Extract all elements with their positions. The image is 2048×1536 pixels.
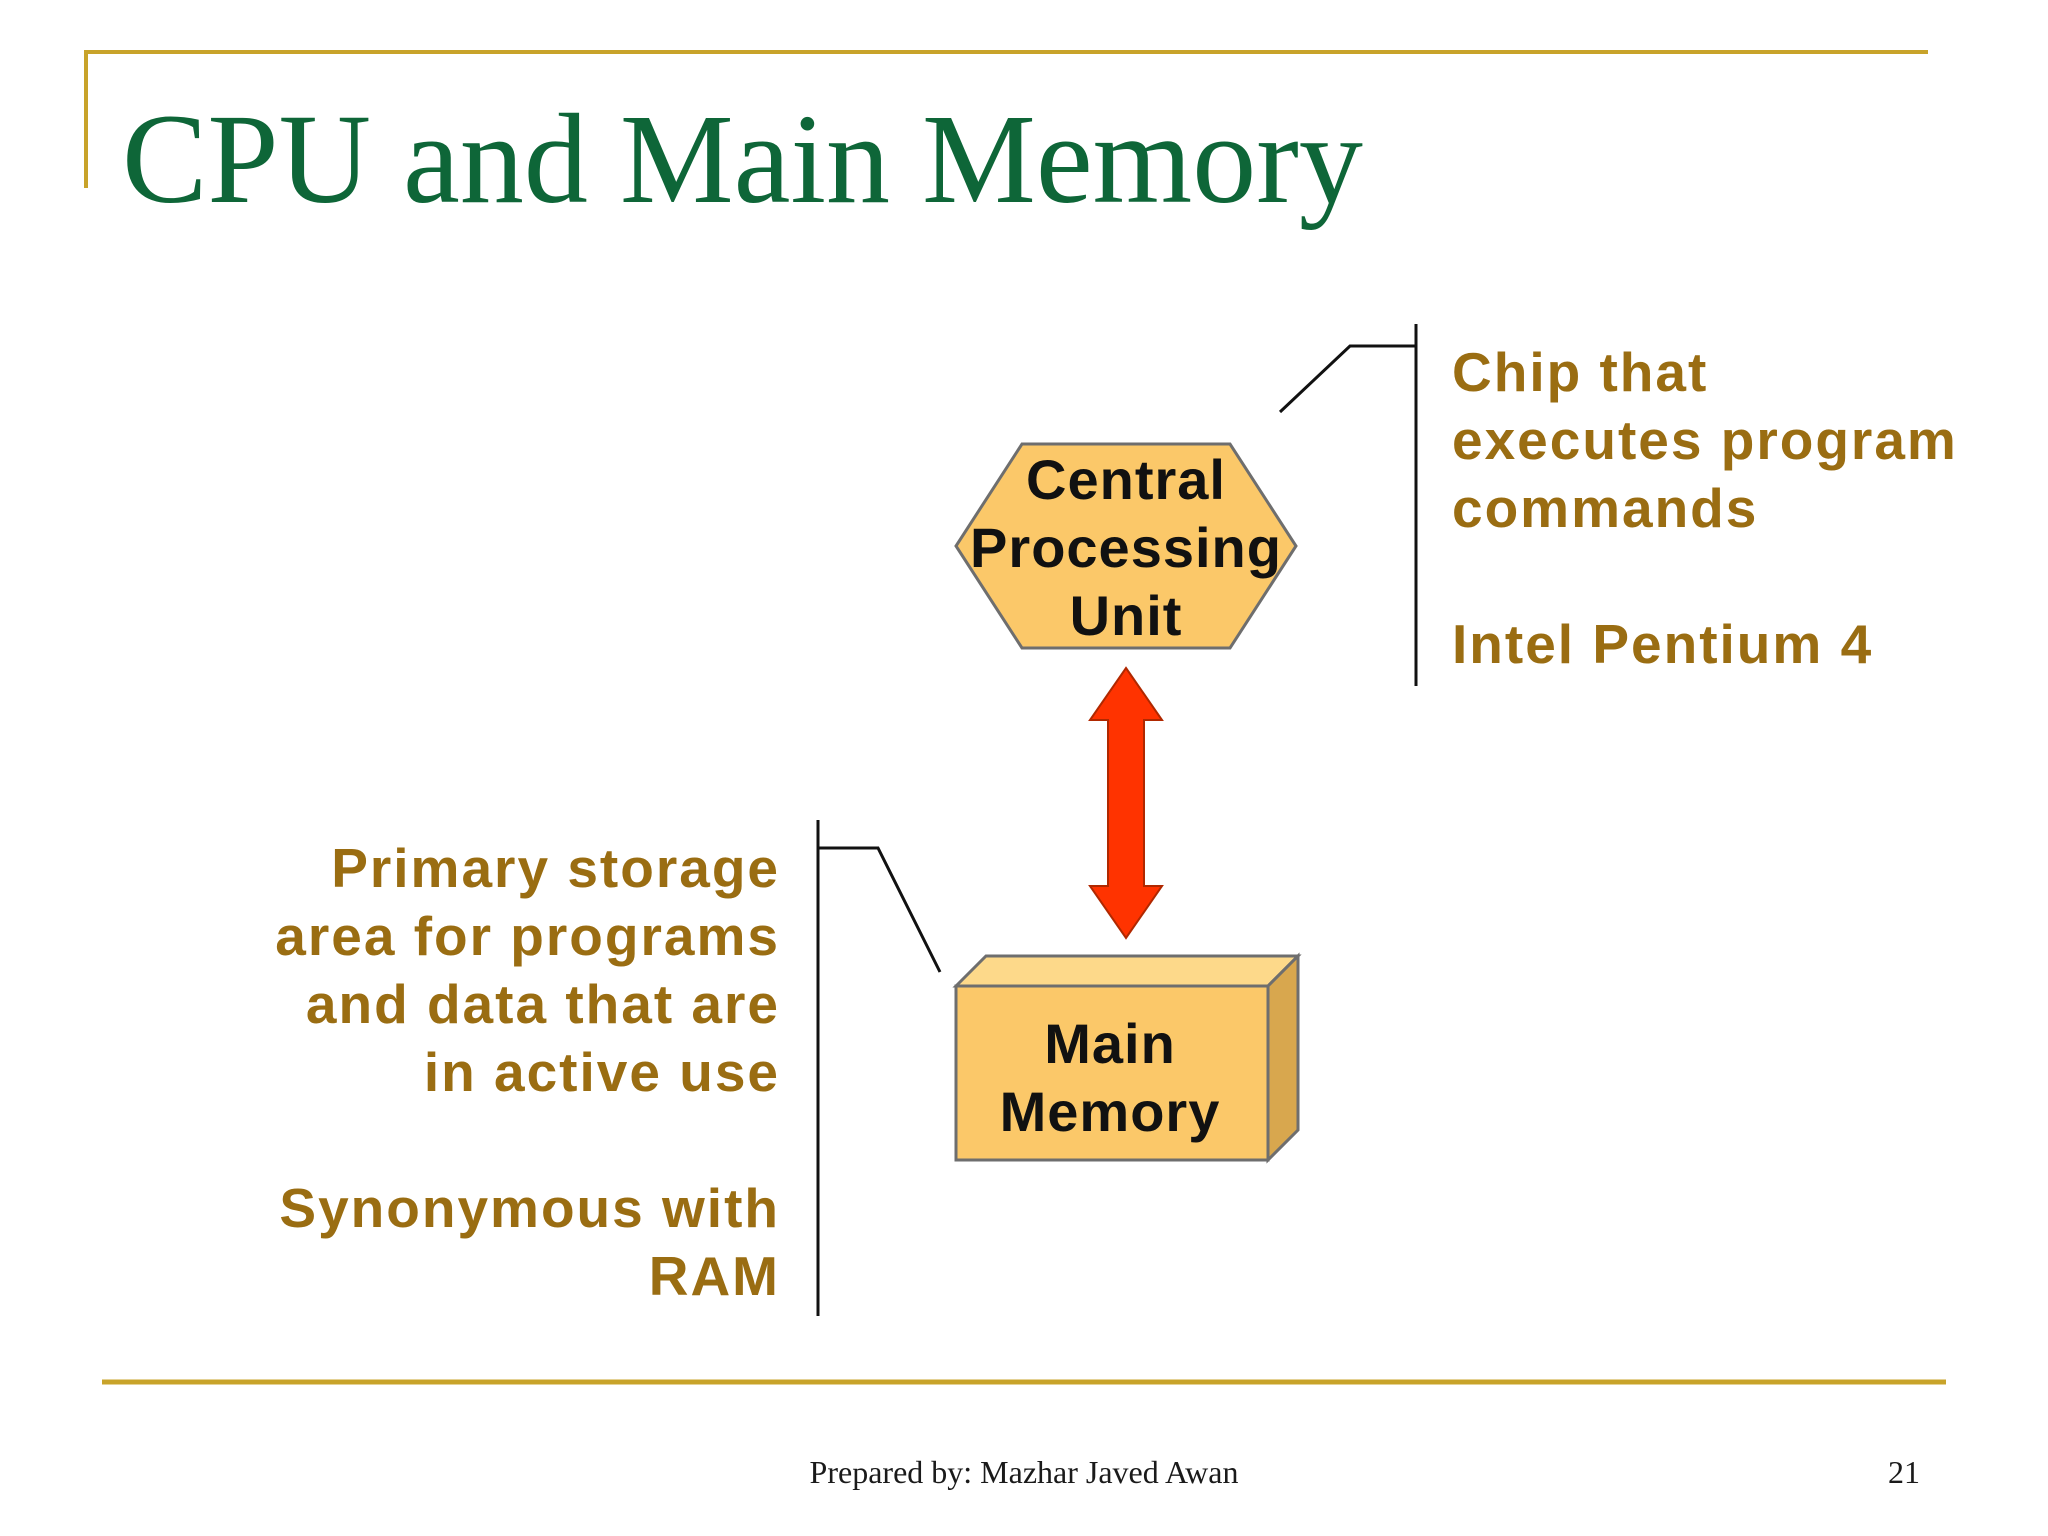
cpu-description-line: commands [1452,477,1759,539]
footer-credit: Prepared by: Mazhar Javed Awan [809,1454,1239,1490]
memory-synonym-line: RAM [648,1245,780,1307]
cpu-example: Intel Pentium 4 [1452,613,1874,675]
cpu-hexagon [954,442,1298,650]
cpu-label-line: Central [1026,448,1226,511]
memory-callout-leader [818,846,942,973]
memory-box-front [954,984,1270,1162]
cpu-description-line: executes program [1452,409,1958,471]
memory-description: Primary storage area for programs and da… [160,834,780,1310]
cpu-label: Central Processing Unit [956,446,1296,650]
cpu-label-line: Processing [970,516,1282,579]
memory-description-line: area for programs [275,905,780,967]
memory-label-line: Memory [999,1080,1221,1143]
memory-synonym-line: Synonymous with [279,1177,780,1239]
memory-description-line: Primary storage [331,837,780,899]
memory-label-line: Main [1044,1012,1176,1075]
memory-label: Main Memory [956,1010,1264,1146]
page-title: CPU and Main Memory [122,88,1363,230]
memory-box-top [952,954,1302,988]
cpu-description-line: Chip that [1452,341,1709,403]
cpu-label-line: Unit [1069,584,1183,647]
bidirectional-arrow [1088,666,1164,940]
memory-description-line: and data that are [305,973,780,1035]
memory-description-line: in active use [423,1041,780,1103]
spacer [160,1106,780,1174]
memory-box-side [1266,952,1300,1164]
cpu-description: Chip that executes program commands Inte… [1452,338,2032,678]
cpu-callout-leader [1278,344,1416,414]
page-number: 21 [1888,1454,1920,1490]
spacer [1452,542,2032,610]
